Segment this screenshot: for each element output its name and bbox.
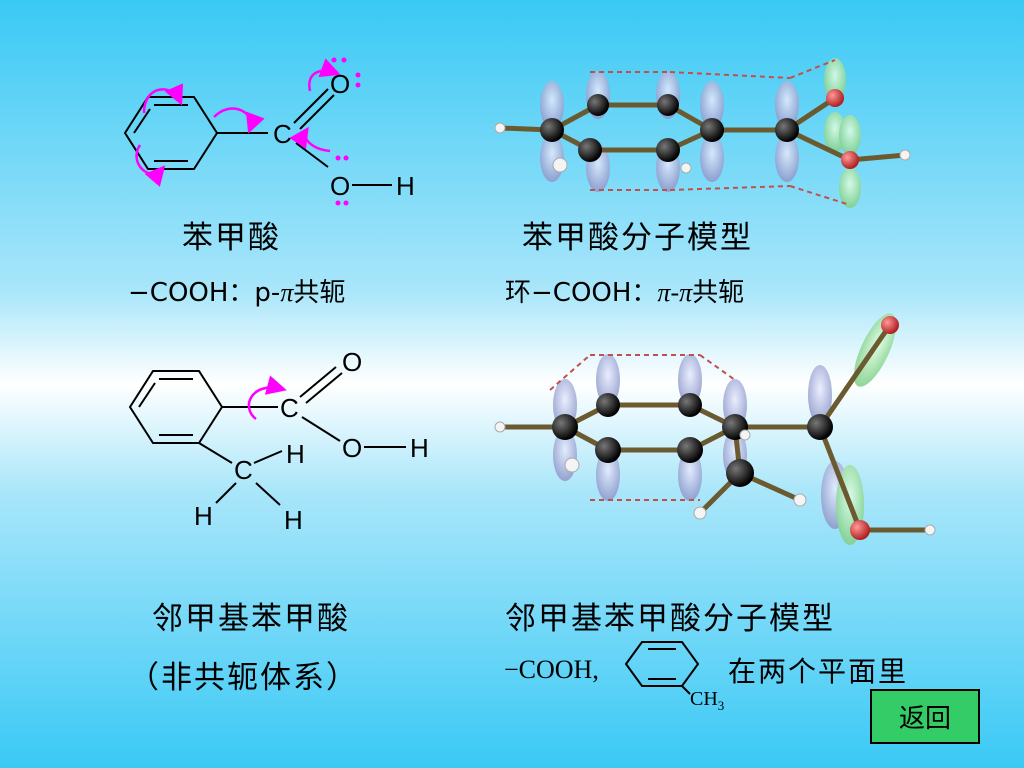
conjugation-text-1: −COOH：p-π共轭 <box>128 278 346 308</box>
svg-text:O: O <box>330 69 350 99</box>
benzoic-acid-structure: C O O H <box>123 57 415 206</box>
svg-text:H: H <box>194 501 213 531</box>
o-toluic-acid-model <box>494 313 936 545</box>
svg-text:H: H <box>396 171 415 201</box>
svg-text:C: C <box>234 455 253 485</box>
svg-text:O: O <box>342 347 362 377</box>
svg-text:H: H <box>284 505 303 535</box>
label-o-toluic-acid: 邻甲基苯甲酸 <box>152 601 350 637</box>
ch3-label: CH3 <box>690 688 725 713</box>
benzoic-acid-model <box>494 58 911 208</box>
planes-note-prefix: −COOH, <box>504 655 599 684</box>
label-non-conjugated: （非共轭体系） <box>128 660 359 696</box>
atom-c: C <box>273 119 292 149</box>
back-button[interactable]: 返回 <box>870 689 980 744</box>
label-o-toluic-acid-model: 邻甲基苯甲酸分子模型 <box>505 601 835 637</box>
svg-text:O: O <box>342 433 362 463</box>
svg-text:C: C <box>280 393 299 423</box>
conjugation-text-2: 环−COOH：π-π共轭 <box>505 278 745 308</box>
benzene-ring-icon <box>624 641 700 695</box>
svg-text:H: H <box>286 439 305 469</box>
label-benzoic-acid: 苯甲酸 <box>182 220 281 256</box>
label-benzoic-acid-model: 苯甲酸分子模型 <box>522 220 753 256</box>
svg-text:O: O <box>330 171 350 201</box>
svg-text:H: H <box>410 433 429 463</box>
o-toluic-acid-structure: C O O H C H H H <box>128 347 429 535</box>
planes-note-suffix: 在两个平面里 <box>728 655 909 688</box>
